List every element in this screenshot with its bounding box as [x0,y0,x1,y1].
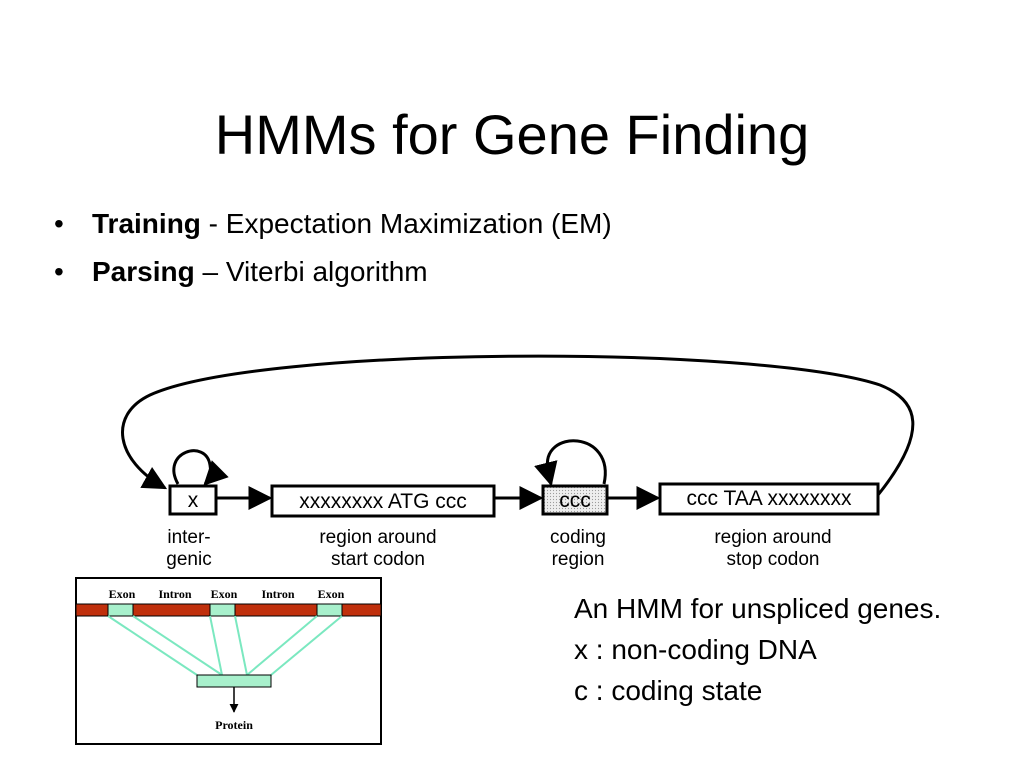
bullet-training: • Training - Expectation Maximization (E… [54,200,612,248]
state-label-line: region around [319,527,436,548]
segment-label: Intron [158,587,191,601]
bullet-dot: • [54,208,64,239]
state-label-line: region [552,549,605,570]
bullet-term: Parsing [92,256,195,287]
state-label-line: inter- [167,527,210,548]
segment-label: Exon [318,587,345,601]
segment-label: Intron [261,587,294,601]
segment-label: Exon [211,587,238,601]
state-symbol: ccc TAA xxxxxxxx [687,487,852,510]
state-label-line: region around [714,527,831,548]
self-loop-x-arrow [172,449,229,486]
mrna-block [196,674,272,688]
caption-line: An HMM for unspliced genes. [574,593,942,624]
state-label-line: stop codon [727,549,820,570]
caption-line: x : non-coding DNA [574,634,817,665]
exon-block [209,603,236,617]
state-label-line: genic [166,549,211,570]
caption-line: c : coding state [574,675,763,706]
bullet-list: • Training - Expectation Maximization (E… [54,200,612,296]
segment-label: Exon [109,587,136,601]
bullet-dot: • [54,256,64,287]
exon-block [107,603,134,617]
splice-connectors [107,615,343,676]
state-symbol: xxxxxxxx ATG ccc [299,490,467,513]
self-loop-coding-arrow [534,439,607,487]
state-box-intergenic [168,484,218,516]
state-symbol: ccc [559,489,591,512]
return-transition-arrow [121,354,915,496]
state-box-stop-region [658,482,880,516]
state-label-line: start codon [331,549,425,570]
bullet-parsing: • Parsing – Viterbi algorithm [54,248,612,296]
bullet-text: – Viterbi algorithm [194,256,428,287]
diagram-caption: An HMM for unspliced genes. x : non-codi… [574,588,941,711]
bullet-text: - Expectation Maximization (EM) [200,208,612,239]
protein-label: Protein [215,718,253,732]
exon-block [316,603,343,617]
state-label-line: coding [550,527,606,548]
state-symbol: x [188,489,199,512]
bullet-term: Training [92,208,201,239]
slide-title: HMMs for Gene Finding [214,103,810,166]
gene-structure-figure: Exon Intron Exon Intron Exon Protein [75,577,382,745]
